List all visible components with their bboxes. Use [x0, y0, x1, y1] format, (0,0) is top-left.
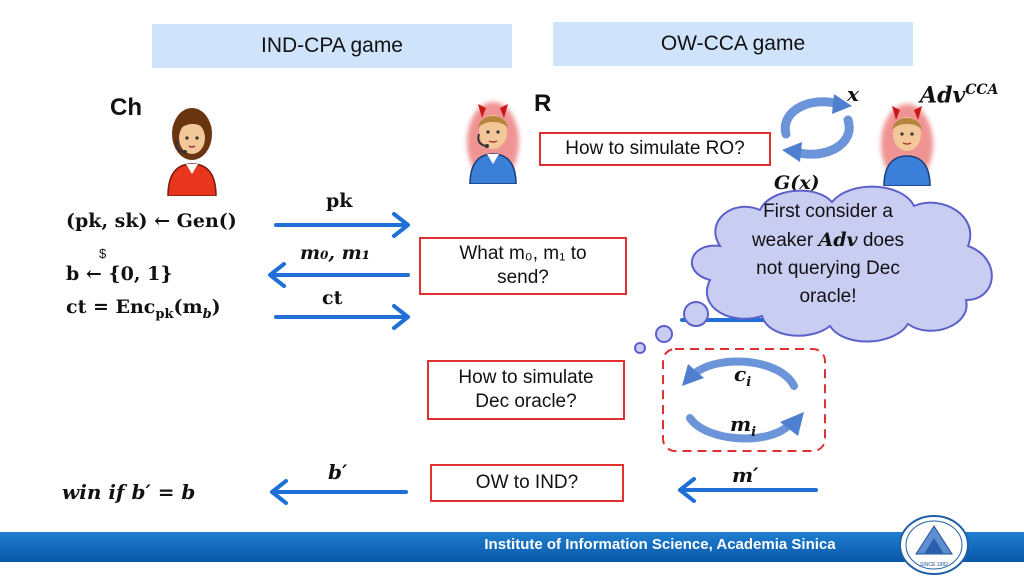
adversary-label: AdvCCA: [920, 82, 998, 108]
footer-bar: [0, 532, 1024, 562]
cloud-line1: First consider a: [763, 201, 893, 222]
simulate-dec-question-box: How to simulate Dec oracle?: [427, 360, 625, 420]
win-condition: win if b′ = b: [62, 480, 196, 504]
ind-cpa-header: IND-CPA game: [152, 24, 512, 68]
cloud-line2-pre: weaker: [751, 230, 819, 251]
cloud-line2-post: does: [857, 230, 905, 251]
ind-cpa-header-text: IND-CPA game: [261, 34, 403, 57]
logo-caption: SINCE 1982: [920, 562, 948, 568]
m0-m1-question-line2: send?: [497, 267, 549, 288]
reduction-label: R: [534, 90, 552, 117]
cloud-line4: oracle!: [799, 286, 857, 307]
encryption-line-b-sub: b: [202, 306, 212, 322]
x-label: x: [847, 82, 859, 106]
thought-cloud: [634, 185, 993, 354]
thought-bubble-dot-large: [683, 301, 709, 327]
b-prime-arrow-label: b′: [328, 460, 348, 484]
ow-to-ind-question-box: OW to IND?: [430, 464, 624, 502]
thought-bubble-dot-medium: [655, 325, 673, 343]
encryption-line-message: (m: [173, 296, 203, 318]
m-prime-label: m′: [732, 463, 759, 487]
footer-institute-text: Institute of Information Science, Academ…: [484, 536, 836, 553]
simulate-ro-question-box: How to simulate RO?: [539, 132, 771, 166]
adversary-label-base: Adv: [920, 82, 966, 109]
encryption-line: ct = Encpk(mb): [66, 296, 221, 322]
adversary-label-sup: CCA: [965, 82, 999, 98]
cloud-line2: weaker Adv does: [718, 226, 938, 255]
ow-cca-header-text: OW-CCA game: [660, 32, 806, 55]
keygen-line: (pk, sk) ← Gen(): [66, 210, 237, 232]
ow-to-ind-question-text: OW to IND?: [475, 472, 579, 493]
ci-label-sub: i: [746, 375, 752, 390]
encryption-line-pk-sub: pk: [155, 306, 174, 322]
g-of-x-label: G(x): [774, 172, 820, 194]
pk-arrow-label: pk: [326, 190, 353, 212]
dec-oracle-dashed-box: [662, 348, 826, 452]
mi-label-sub: i: [751, 425, 757, 440]
encryption-line-close: ): [211, 296, 221, 318]
m0-m1-question-box: What m₀, m₁ to send?: [419, 237, 627, 295]
random-sampling-symbol: $: [99, 246, 107, 261]
random-oracle-cycle-icon: [780, 94, 854, 162]
dec-answer-arrow: [686, 412, 804, 443]
m0-m1-arrow: [268, 262, 410, 288]
cloud-line2-adv: Adv: [818, 229, 858, 251]
ci-label: ci: [734, 362, 751, 390]
simulate-ro-question-text: How to simulate RO?: [565, 138, 745, 159]
thought-cloud-body: [690, 185, 993, 343]
m0-m1-question-line1: What m₀, m₁ to: [459, 243, 587, 264]
b-prime-arrow: [270, 479, 408, 505]
simulate-dec-question-line1: How to simulate: [458, 367, 594, 388]
cloud-line3: not querying Dec: [756, 258, 900, 279]
challenger-person-icon: [167, 108, 217, 196]
challenger-label: Ch: [110, 94, 142, 121]
encryption-line-prefix: ct = Enc: [66, 296, 156, 318]
ow-cca-header: OW-CCA game: [553, 22, 913, 66]
pk-arrow: [274, 212, 410, 238]
ci-label-base: c: [734, 362, 747, 386]
institute-logo-icon: SINCE 1982: [899, 515, 969, 575]
bit-sampling-line: b ← {0, 1}: [66, 263, 173, 285]
mi-label-base: m: [730, 412, 752, 436]
m-prime-arrow: [678, 477, 818, 503]
mi-label: mi: [730, 412, 756, 440]
simulate-dec-question-line2: Dec oracle?: [475, 391, 577, 412]
thought-bubble-dot-small: [634, 342, 646, 354]
cloud-text: First consider a weaker Adv does not que…: [718, 198, 938, 311]
ct-arrow: [274, 304, 410, 330]
m0-m1-arrow-label: m₀, m₁: [300, 242, 371, 264]
ct-arrow-label: ct: [322, 287, 343, 309]
reduction-person-icon: [467, 102, 519, 184]
dec-query-arrow: [682, 357, 798, 390]
adversary-person-icon: [881, 104, 933, 186]
